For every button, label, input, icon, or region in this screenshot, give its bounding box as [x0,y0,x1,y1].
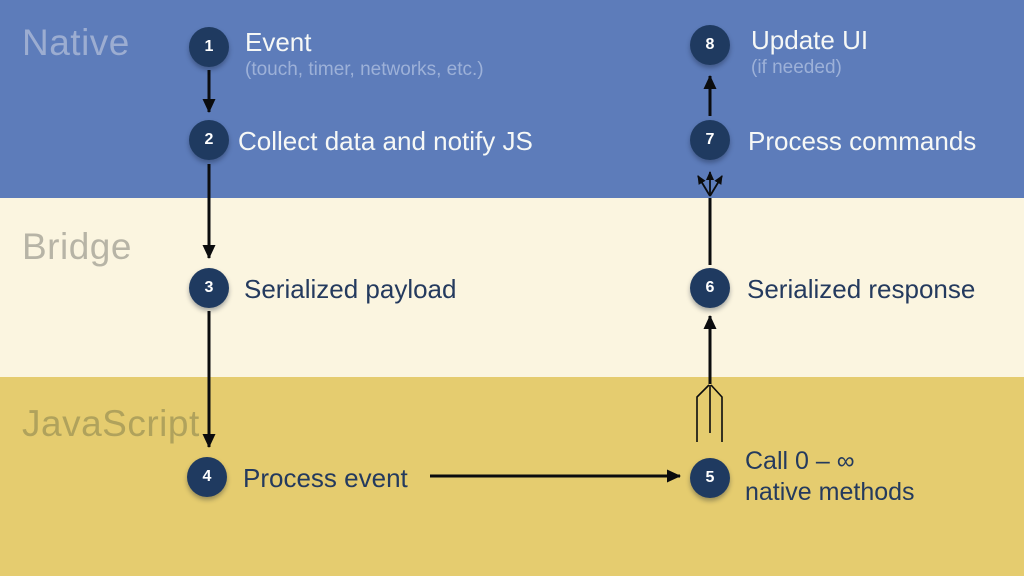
band-native: Native [0,0,1024,198]
step-number: 4 [202,468,212,485]
node-call-native-methods-line1: Call 0 – ∞ [745,447,855,475]
step-number: 2 [204,131,214,148]
step-circle-1: 1 [189,27,229,67]
node-event: Event (touch, timer, networks, etc.) [245,26,484,82]
band-bridge-label: Bridge [22,226,132,267]
node-call-native-methods-line2: native methods [745,478,915,506]
band-javascript: JavaScript [0,377,1024,576]
step-number: 7 [705,131,715,148]
node-serialized-response-label: Serialized response [747,274,976,304]
step-number: 1 [204,38,214,55]
node-serialized-payload: Serialized payload [244,273,456,305]
node-process-commands-label: Process commands [748,126,977,156]
node-call-native-methods: Call 0 – ∞ native methods [745,446,915,508]
node-serialized-payload-label: Serialized payload [244,274,457,304]
step-circle-5: 5 [690,458,730,498]
band-bridge: Bridge [0,198,1024,377]
step-number: 8 [705,36,715,53]
band-native-label: Native [22,22,130,63]
node-serialized-response: Serialized response [747,273,975,305]
node-process-event-label: Process event [243,463,408,493]
node-process-event: Process event [243,462,408,494]
step-circle-3: 3 [189,268,229,308]
step-circle-2: 2 [189,120,229,160]
step-circle-6: 6 [690,268,730,308]
step-circle-7: 7 [690,120,730,160]
node-update-ui: Update UI (if needed) [751,24,868,80]
node-process-commands: Process commands [748,125,976,157]
node-update-ui-label: Update UI [751,25,869,55]
step-circle-8: 8 [690,25,730,65]
node-collect-data-label: Collect data and notify JS [238,126,533,156]
step-number: 5 [705,469,715,486]
step-circle-4: 4 [187,457,227,497]
node-update-ui-sublabel: (if needed) [751,57,842,78]
node-event-label: Event [245,27,312,57]
node-event-sublabel: (touch, timer, networks, etc.) [245,59,484,80]
step-number: 3 [204,279,214,296]
step-number: 6 [705,279,715,296]
node-collect-data: Collect data and notify JS [238,125,533,157]
band-javascript-label: JavaScript [22,403,200,444]
